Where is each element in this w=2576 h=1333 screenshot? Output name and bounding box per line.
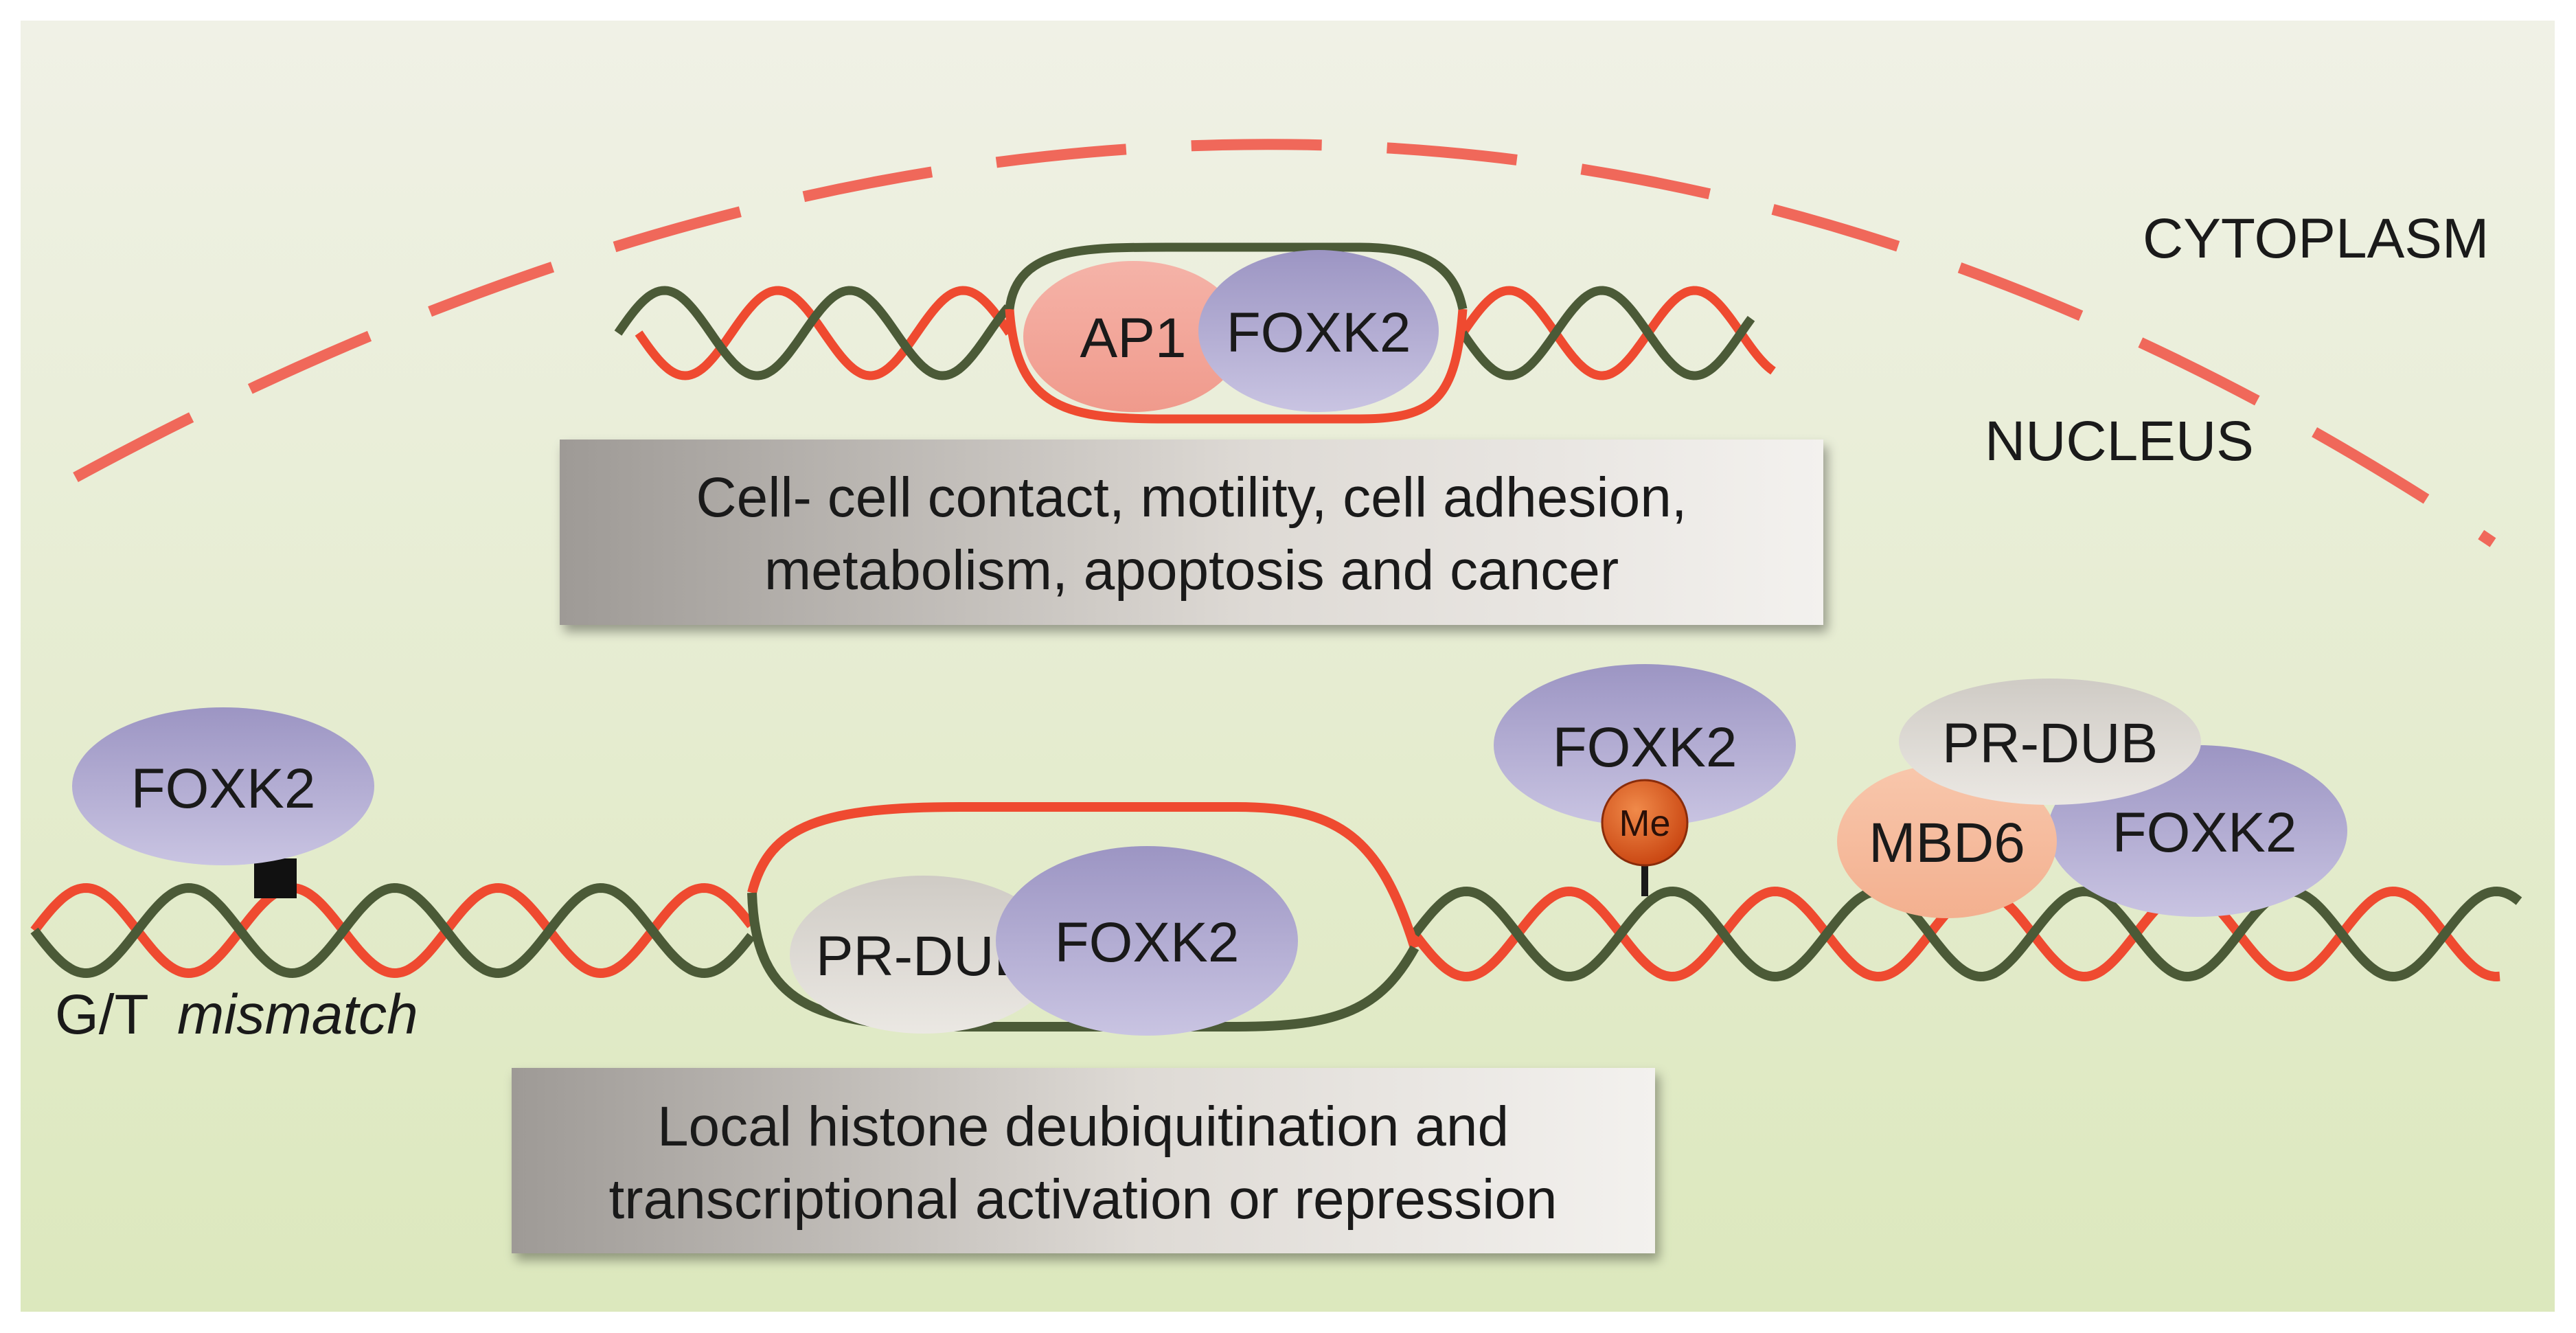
bottom-dna-right-green <box>1411 886 2522 982</box>
bottom-outcome-box: Local histone deubiquitination and trans… <box>512 1068 1655 1253</box>
nucleus-label: NUCLEUS <box>1985 410 2254 472</box>
svg-text:FOXK2: FOXK2 <box>1227 301 1411 364</box>
mbd6-protein: MBD6 <box>1837 764 2057 918</box>
svg-text:FOXK2: FOXK2 <box>1553 716 1737 779</box>
bottom-dna-left-green <box>30 882 755 979</box>
svg-text:Local histone deubiquitination: Local histone deubiquitination and <box>657 1095 1509 1158</box>
gt-mismatch-label: G/T mismatch <box>55 983 418 1046</box>
top-dna-strand-green <box>614 286 1755 380</box>
svg-text:Me: Me <box>1619 803 1670 844</box>
ap1-protein: AP1 <box>1023 261 1243 412</box>
top-outcome-box: Cell- cell contact, motility, cell adhes… <box>560 440 1823 625</box>
svg-text:MBD6: MBD6 <box>1869 812 2025 874</box>
top-dna-bubble-red <box>1005 308 1468 424</box>
foxk2-protein-left: FOXK2 <box>72 707 374 865</box>
foxk2-protein-methyl: FOXK2 <box>1494 664 1796 826</box>
svg-text:FOXK2: FOXK2 <box>131 757 316 820</box>
bottom-dna-bubble-red <box>747 802 1420 950</box>
pr-dub-protein-right: PR-DUB <box>1899 679 2201 805</box>
cytoplasm-label: CYTOPLASM <box>2143 207 2489 270</box>
svg-text:PR-DUB: PR-DUB <box>1942 712 2158 775</box>
svg-text:AP1: AP1 <box>1080 307 1187 369</box>
methyl-mark: Me <box>1601 779 1689 867</box>
svg-text:Cell- cell contact, motility,: Cell- cell contact, motility, cell adhes… <box>696 466 1687 529</box>
bottom-dna-left-red <box>30 882 755 979</box>
top-dna-strand-red <box>635 286 1776 380</box>
svg-text:FOXK2: FOXK2 <box>1055 911 1240 974</box>
nuclear-membrane <box>73 139 2496 547</box>
top-dna-helix <box>614 286 1776 380</box>
top-dna-bubble-green <box>1005 242 1468 310</box>
gt-mismatch-marker <box>254 858 297 898</box>
svg-text:FOXK2: FOXK2 <box>2112 801 2297 864</box>
svg-text:metabolism, apoptosis and canc: metabolism, apoptosis and cancer <box>764 539 1619 602</box>
foxk2-protein-loop: FOXK2 <box>996 846 1298 1036</box>
svg-text:transcriptional activation or: transcriptional activation or repression <box>609 1168 1558 1231</box>
pr-dub-protein-loop: PR-DUB <box>790 876 1058 1034</box>
svg-text:PR-DUB: PR-DUB <box>816 925 1031 988</box>
foxk2-protein-top: FOXK2 <box>1198 250 1439 412</box>
